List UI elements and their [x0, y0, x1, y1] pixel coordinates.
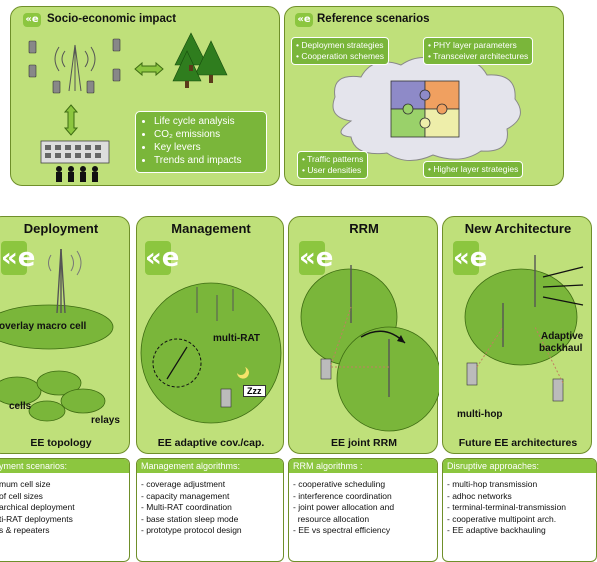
list-item: ti-RAT deployments	[0, 513, 73, 524]
list-item: archical deployment	[0, 502, 75, 512]
bullet-co2: CO₂ emissions	[154, 128, 260, 141]
trees-icon	[172, 32, 228, 88]
list-item: - joint power allocation and	[293, 502, 395, 512]
new-architecture-panel: New Architecture «e Adaptive backhaul mu…	[442, 216, 592, 454]
zzz-label: Zzz	[247, 386, 262, 396]
list-item: - adhoc networks	[447, 490, 512, 501]
label-phy-layer: • PHY layer parameters • Transceiver arc…	[423, 37, 534, 65]
deployment-scenarios-box: yment scenarios: mum cell size of cell s…	[0, 458, 130, 562]
building-people-icon	[40, 140, 110, 182]
relays-label: relays	[91, 415, 120, 426]
list-item: - EE vs spectral efficiency	[293, 525, 391, 535]
disruptive-approaches-box: Disruptive approaches: - multi-hop trans…	[442, 458, 597, 562]
box-header: RRM algorithms :	[289, 459, 437, 473]
reference-scenarios-panel: «e Reference scenarios • Deploymen strat…	[284, 6, 564, 186]
ecorner-logo: «e	[295, 13, 313, 27]
management-algorithms-box: Management algorithms: - coverage adjust…	[136, 458, 284, 562]
list-item: - base station sleep mode	[141, 513, 239, 524]
backhaul-label: backhaul	[539, 343, 583, 354]
list-item: s & repeaters	[0, 525, 50, 535]
new-architecture-title: New Architecture	[464, 221, 572, 236]
ecorner-logo: «e	[23, 13, 41, 27]
adaptive-label: Adaptive	[541, 331, 584, 342]
label-line: • Cooperation schemes	[296, 51, 385, 61]
rrm-algorithms-box: RRM algorithms : - cooperative schedulin…	[288, 458, 438, 562]
future-ee-caption: Future EE architectures	[458, 437, 578, 449]
label-deployment-strategies: • Deploymen strategies • Cooperation sch…	[291, 37, 390, 65]
zzz-badge: Zzz	[243, 385, 266, 397]
overlay-macro-cell-label: overlay macro cell	[0, 321, 87, 332]
ee-joint-rrm-caption: EE joint RRM	[331, 437, 397, 449]
rrm-title: RRM	[349, 221, 379, 236]
list-item: - Multi-RAT coordination	[141, 502, 232, 512]
deployment-illustration	[0, 248, 114, 422]
bullet-key-levers: Key levers	[154, 141, 260, 154]
cells-label: cells	[9, 401, 32, 412]
multi-rat-label: multi-RAT	[213, 333, 261, 344]
box-header: Disruptive approaches:	[443, 459, 596, 473]
reference-scenarios-title: Reference scenarios	[317, 13, 430, 25]
label-traffic-patterns: • Traffic patterns • User densities	[297, 151, 369, 179]
label-line: • User densities	[302, 165, 362, 175]
rrm-illustration	[300, 265, 439, 432]
box-header: Management algorithms:	[137, 459, 283, 473]
label-line: • Traffic patterns	[302, 154, 364, 164]
list-item: - terminal-terminal-transmission	[447, 502, 567, 512]
label-line: • PHY layer parameters	[428, 40, 517, 50]
socio-economic-title: Socio-economic impact	[47, 13, 177, 25]
management-title: Management	[171, 221, 251, 236]
list-item: - cooperative scheduling	[293, 479, 386, 489]
label-line: • Deploymen strategies	[296, 40, 384, 50]
socio-economic-panel: «e Socio-economic impact	[10, 6, 280, 186]
list-item: - cooperative multipoint arch.	[447, 513, 557, 524]
cloud-puzzle-illustration	[332, 57, 521, 161]
double-arrow-horizontal-icon	[134, 61, 164, 77]
list-item: - coverage adjustment	[141, 479, 226, 489]
management-panel: Management «e multi-RAT Zzz EE adaptive …	[136, 216, 284, 454]
label-higher-layer: • Higher layer strategies	[423, 161, 524, 178]
ee-topology-caption: EE topology	[30, 437, 92, 449]
multi-hop-label: multi-hop	[457, 409, 503, 420]
socio-economic-bullets: Life cycle analysis CO₂ emissions Key le…	[135, 111, 267, 173]
ee-adaptive-caption: EE adaptive cov./cap.	[157, 437, 265, 449]
box-header: yment scenarios:	[0, 459, 129, 473]
label-line: • Transceiver architectures	[428, 51, 529, 61]
list-item: - interference coordination	[293, 490, 392, 501]
list-item: - capacity management	[141, 490, 230, 501]
management-illustration	[140, 282, 282, 424]
list-item: mum cell size	[0, 479, 51, 489]
deployment-panel: Deployment «e overlay macro cell cells r…	[0, 216, 130, 454]
bullet-life-cycle: Life cycle analysis	[154, 115, 260, 128]
phones-antenna-illustration	[28, 38, 121, 94]
new-architecture-illustration	[464, 255, 584, 402]
label-line: • Higher layer strategies	[428, 164, 519, 174]
list-item: - prototype protocol design	[141, 525, 242, 535]
list-item: resource allocation	[293, 513, 370, 524]
double-arrow-vertical-icon	[63, 104, 79, 136]
list-item: of cell sizes	[0, 490, 43, 501]
bullet-trends: Trends and impacts	[154, 154, 260, 167]
rrm-panel: RRM «e EE joint RRM	[288, 216, 439, 454]
list-item: - multi-hop transmission	[447, 479, 538, 489]
deployment-title: Deployment	[23, 221, 99, 236]
list-item: - EE adaptive backhauling	[447, 525, 546, 535]
